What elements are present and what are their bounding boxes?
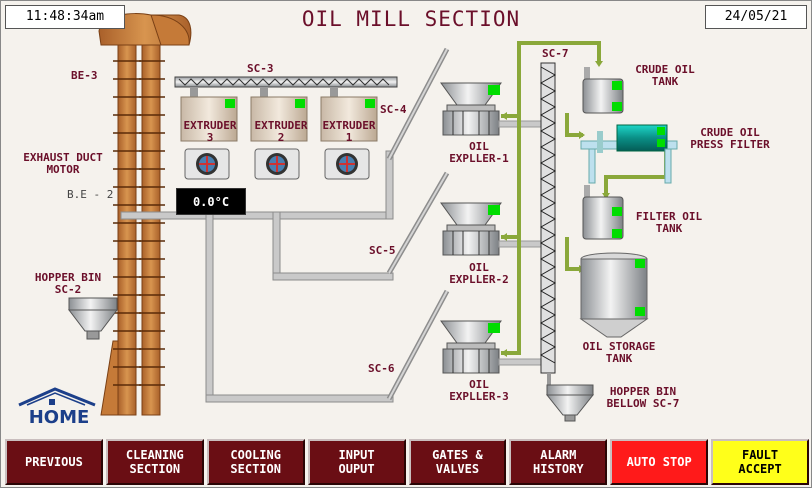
label-extruder-2: EXTRUDER 2 bbox=[254, 119, 308, 144]
bucket-elevator-be3 bbox=[98, 13, 192, 416]
temperature-display: 0.0°C bbox=[176, 188, 246, 215]
home-button[interactable]: HOME bbox=[15, 387, 103, 428]
screw-conveyor-sc5[interactable] bbox=[386, 171, 450, 275]
status-indicator bbox=[612, 102, 622, 111]
label-extruder-3: EXTRUDER 3 bbox=[183, 119, 237, 144]
label-be2: B.E - 2 bbox=[67, 188, 114, 201]
label-filter-oil-tank: FILTER OIL TANK bbox=[635, 210, 703, 235]
status-indicator bbox=[657, 127, 665, 135]
status-indicator bbox=[635, 307, 645, 316]
label-crude-oil-tank: CRUDE OIL TANK bbox=[635, 63, 695, 88]
fault-accept-button[interactable]: FAULT ACCEPT bbox=[711, 439, 809, 485]
status-indicator bbox=[488, 205, 500, 215]
status-indicator bbox=[612, 207, 622, 216]
status-indicator bbox=[225, 99, 235, 108]
label-sc6: SC-6 bbox=[368, 362, 395, 375]
label-oil-storage-tank: OIL STORAGE TANK bbox=[582, 340, 656, 365]
label-sc7: SC-7 bbox=[542, 47, 569, 60]
nav-bar: PREVIOUS CLEANING SECTION COOLING SECTIO… bbox=[5, 439, 809, 485]
cooling-section-button[interactable]: COOLING SECTION bbox=[206, 439, 305, 485]
home-icon: HOME bbox=[18, 387, 96, 428]
label-hopper-bin-sc7: HOPPER BIN BELLOW SC-7 bbox=[606, 385, 680, 410]
screw-conveyor-sc7[interactable] bbox=[539, 62, 557, 374]
status-indicator bbox=[657, 139, 665, 147]
screw-conveyor-sc4[interactable] bbox=[386, 47, 450, 161]
status-indicator bbox=[635, 259, 645, 268]
label-be3: BE-3 bbox=[71, 69, 98, 82]
oil-expeller-1[interactable] bbox=[440, 82, 502, 136]
status-indicator bbox=[365, 99, 375, 108]
filter-oil-tank[interactable] bbox=[582, 185, 624, 240]
label-sc5: SC-5 bbox=[369, 244, 396, 257]
status-indicator bbox=[488, 85, 500, 95]
exhaust-duct-pipe bbox=[120, 150, 394, 403]
crude-oil-press-filter[interactable] bbox=[580, 124, 678, 184]
label-sc4: SC-4 bbox=[380, 103, 407, 116]
label-exhaust-duct-motor: EXHAUST DUCT MOTOR bbox=[23, 151, 103, 176]
clock-display: 11:48:34am bbox=[5, 5, 125, 29]
oil-expeller-3[interactable] bbox=[440, 320, 502, 374]
cleaning-section-button[interactable]: CLEANING SECTION bbox=[105, 439, 204, 485]
screw-conveyor-sc6[interactable] bbox=[386, 289, 450, 401]
extruder-1[interactable] bbox=[320, 87, 378, 180]
label-oil-expeller-1: OIL EXPLLER-1 bbox=[449, 140, 509, 165]
status-indicator bbox=[295, 99, 305, 108]
label-extruder-1: EXTRUDER 1 bbox=[322, 119, 376, 144]
label-oil-expeller-2: OIL EXPLLER-2 bbox=[449, 261, 509, 286]
label-sc3: SC-3 bbox=[247, 62, 274, 75]
oil-expeller-2[interactable] bbox=[440, 202, 502, 256]
input-output-button[interactable]: INPUT OUPUT bbox=[307, 439, 406, 485]
extruder-2[interactable] bbox=[250, 87, 308, 180]
alarm-history-button[interactable]: ALARM HISTORY bbox=[509, 439, 608, 485]
label-crude-oil-press-filter: CRUDE OIL PRESS FILTER bbox=[690, 126, 770, 151]
crude-oil-tank[interactable] bbox=[582, 67, 624, 114]
status-indicator bbox=[612, 229, 622, 238]
gates-valves-button[interactable]: GATES & VALVES bbox=[408, 439, 507, 485]
screw-conveyor-sc3[interactable] bbox=[174, 76, 398, 88]
extruder-3[interactable] bbox=[180, 87, 238, 180]
home-label: HOME bbox=[29, 407, 90, 427]
label-hopper-bin-sc2: HOPPER BIN SC-2 bbox=[34, 271, 102, 296]
status-indicator bbox=[488, 323, 500, 333]
date-display: 24/05/21 bbox=[705, 5, 807, 29]
oil-storage-tank[interactable] bbox=[579, 252, 649, 338]
auto-stop-button[interactable]: AUTO STOP bbox=[610, 439, 709, 485]
hopper-bin-sc2[interactable] bbox=[67, 297, 119, 340]
status-indicator bbox=[612, 81, 622, 90]
previous-button[interactable]: PREVIOUS bbox=[5, 439, 103, 485]
hopper-bin-sc7[interactable] bbox=[545, 373, 595, 422]
page-title: OIL MILL SECTION bbox=[301, 7, 521, 31]
label-oil-expeller-3: OIL EXPLLER-3 bbox=[449, 378, 509, 403]
